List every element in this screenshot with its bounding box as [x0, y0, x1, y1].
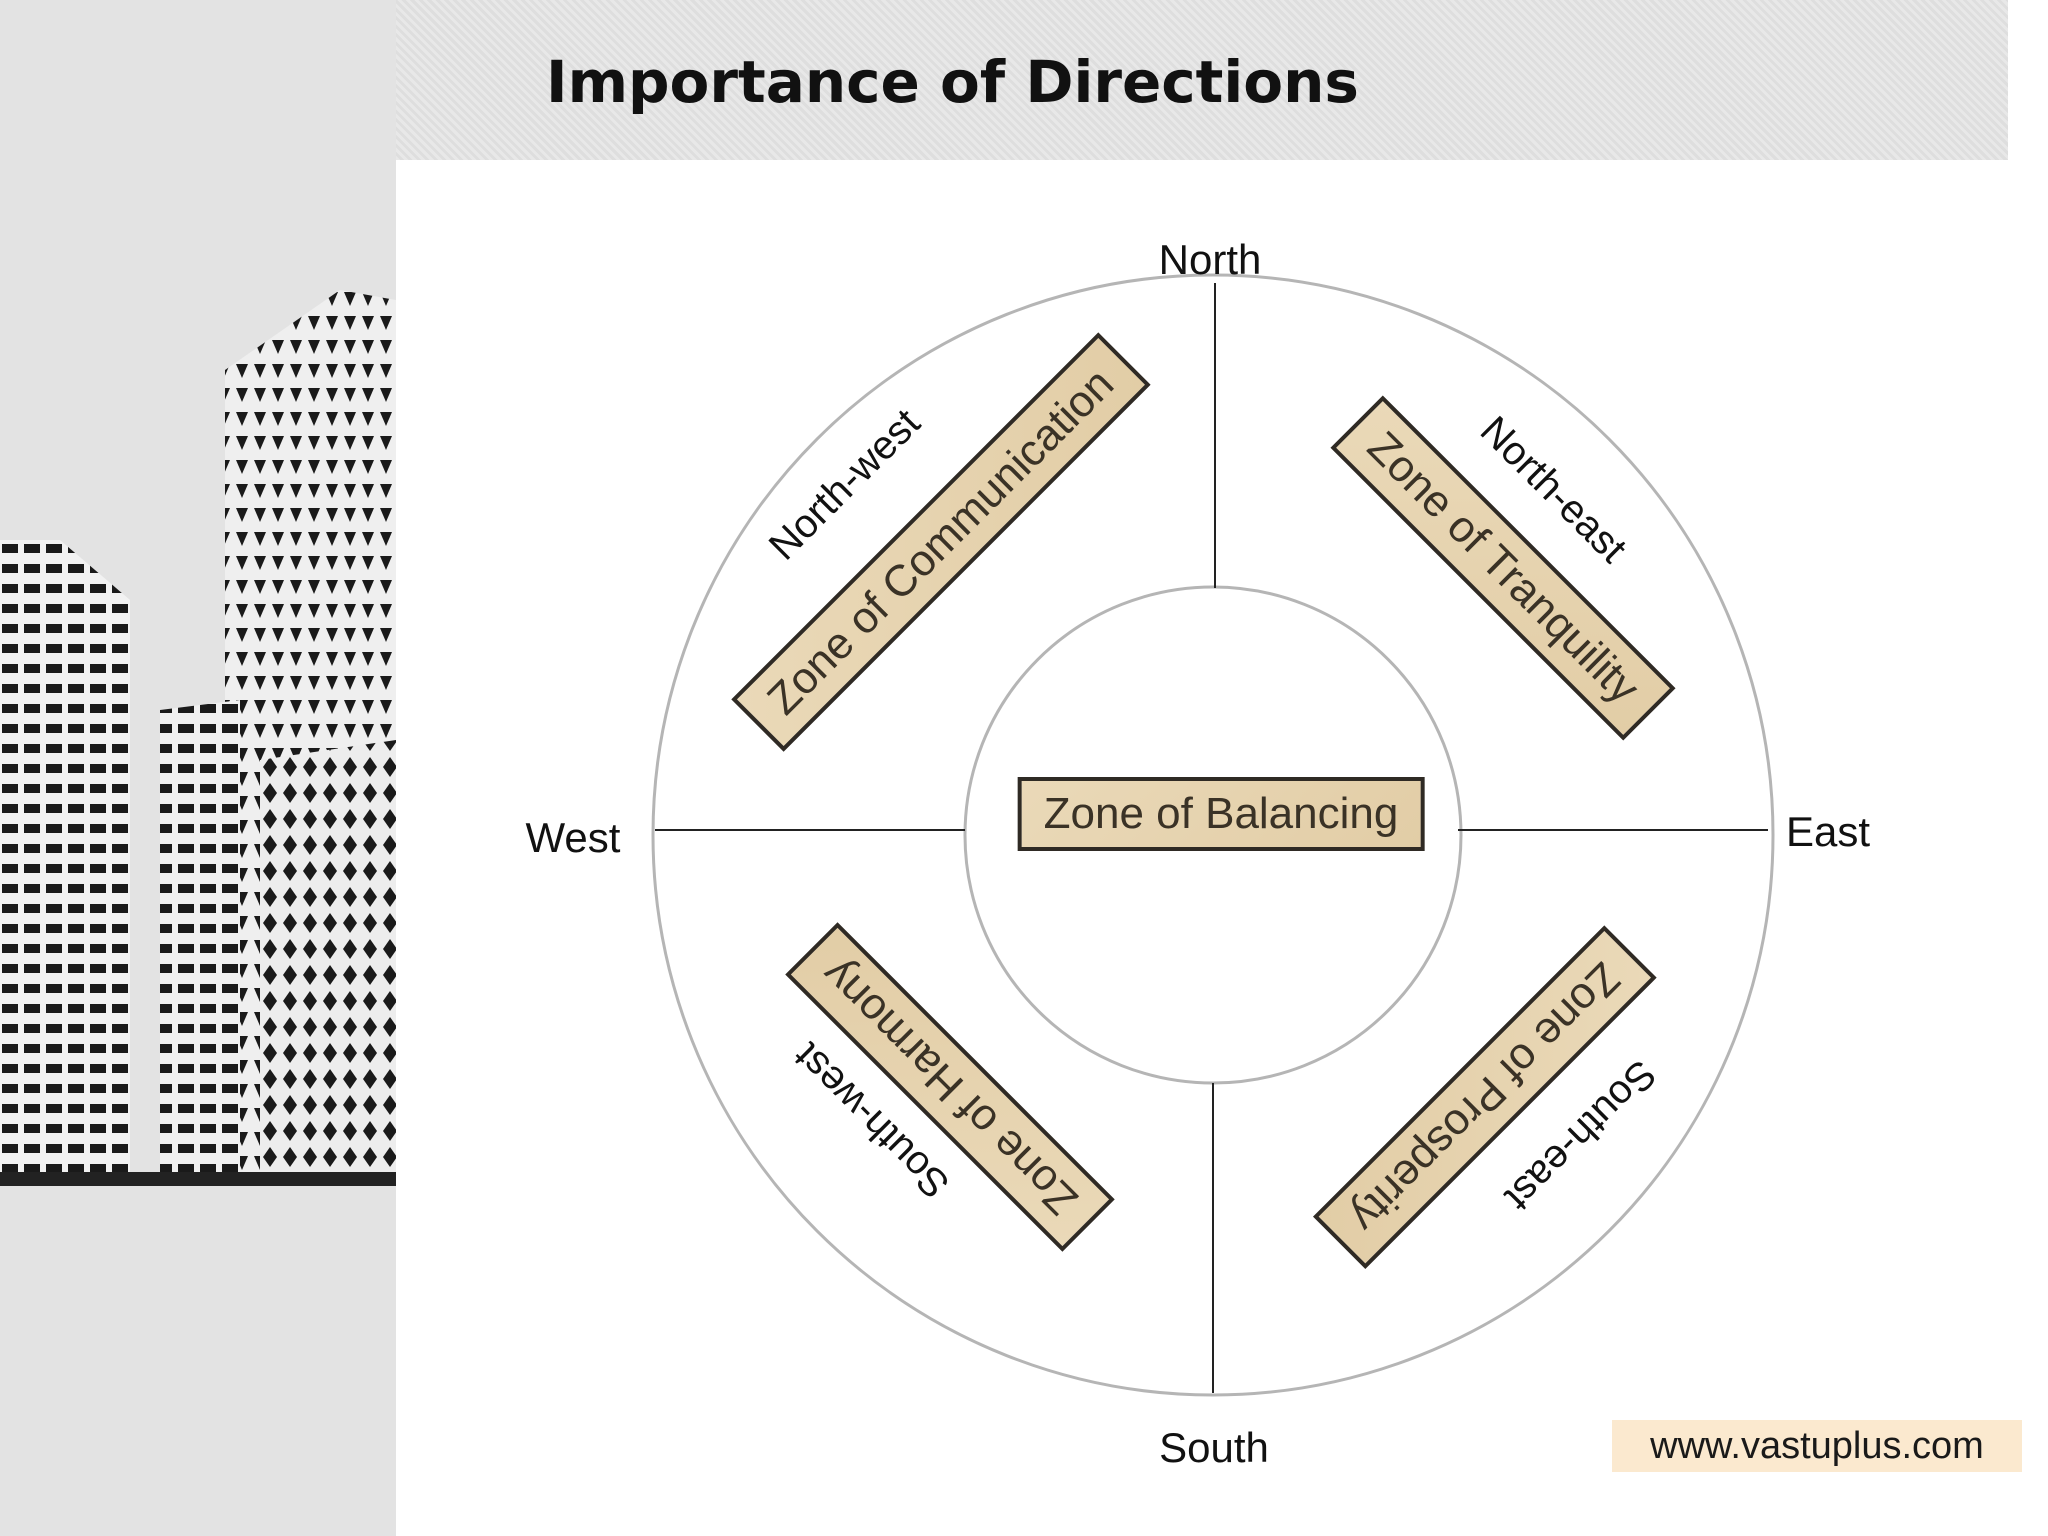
building-illustration: [0, 0, 396, 1536]
label-west: West: [525, 814, 621, 861]
label-east: East: [1785, 808, 1871, 855]
website-url: www.vastuplus.com: [1612, 1420, 2022, 1472]
outer-circle: [651, 273, 1775, 1397]
page-title: Importance of Directions: [546, 48, 1359, 116]
title-band: [396, 0, 2008, 160]
building-illustration-panel: [0, 0, 396, 1536]
label-north: North: [1158, 236, 1262, 283]
label-south: South: [1159, 1424, 1269, 1471]
zone-balancing-box: Zone of Balancing: [1017, 777, 1425, 851]
